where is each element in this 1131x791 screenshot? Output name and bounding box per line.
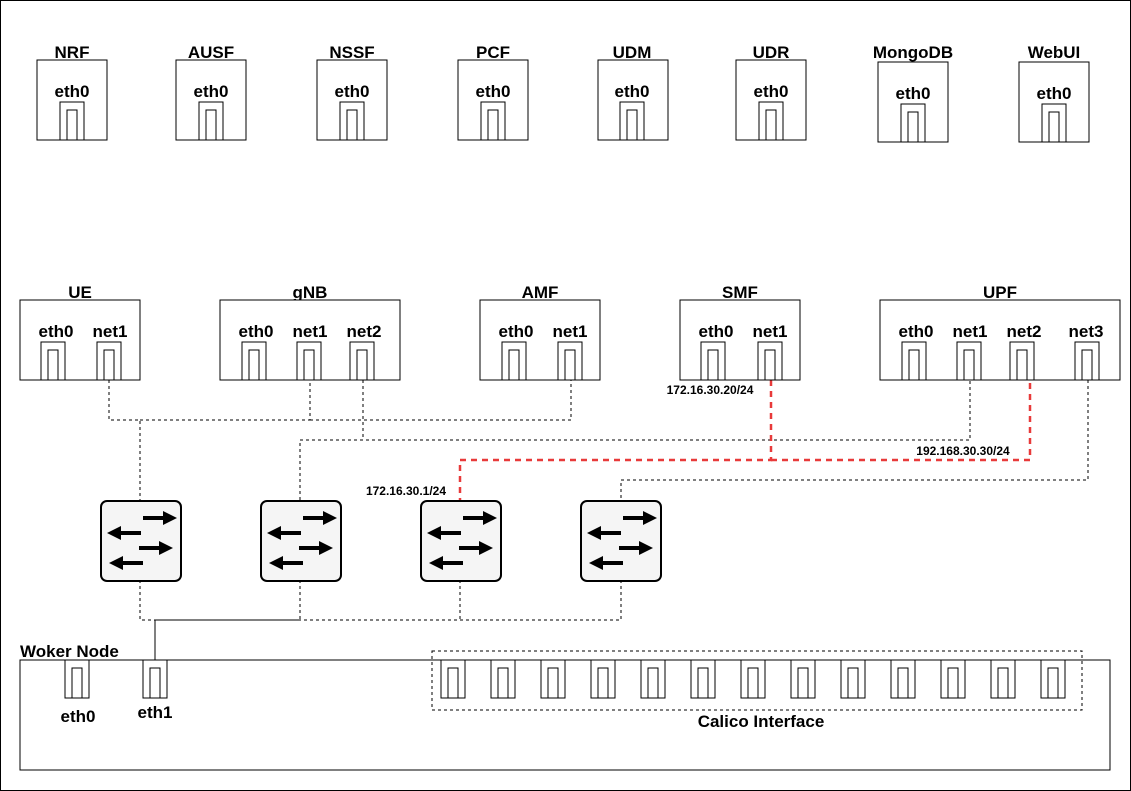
nf-name: SMF [722, 283, 758, 302]
nf-name: AMF [522, 283, 559, 302]
nf-name: WebUI [1028, 43, 1081, 62]
worker-eth1-label: eth1 [138, 703, 173, 722]
nf-name: NRF [55, 43, 90, 62]
calico-interface-label: Calico Interface [698, 712, 825, 731]
top-nf-udm: UDM eth0 [597, 43, 669, 141]
nf-name: AUSF [188, 43, 234, 62]
top-nf-pcf: PCF eth0 [457, 43, 529, 141]
link-switch-bus [139, 580, 622, 621]
worker-node: Woker Node eth0 eth1 Calico Interface [19, 642, 1111, 771]
nf-name: UPF [983, 283, 1017, 302]
link-ue-net1 [108, 380, 141, 500]
port-label: eth0 [499, 322, 534, 341]
connection-lines [108, 380, 1089, 621]
port-label: net1 [553, 322, 588, 341]
ip-label-smf-net1: 172.16.30.20/24 [667, 383, 754, 397]
link-upf-net2-red [771, 380, 1032, 462]
port-label: eth0 [896, 84, 931, 103]
nf-name: UDM [613, 43, 652, 62]
port-label: eth0 [615, 82, 650, 101]
port-label: eth0 [194, 82, 229, 101]
nf-name: MongoDB [873, 43, 953, 62]
mid-nf-upf: UPF eth0 net1 net2 net3 [879, 283, 1121, 381]
top-nf-udr: UDR eth0 [735, 43, 807, 141]
switch-icon [259, 499, 343, 583]
top-nf-ausf: AUSF eth0 [175, 43, 247, 141]
mid-nf-smf: SMF eth0 net1 [679, 283, 801, 381]
nf-name: UE [68, 283, 92, 302]
switch-icon [579, 499, 663, 583]
mid-nf-ue: UE eth0 net1 [19, 283, 141, 381]
top-nf-webui: WebUI eth0 [1018, 43, 1090, 143]
port-label: eth0 [699, 322, 734, 341]
nf-name: PCF [476, 43, 510, 62]
port-label: eth0 [754, 82, 789, 101]
port-label: net1 [953, 322, 988, 341]
top-nf-nrf: NRF eth0 [36, 43, 108, 141]
port-label: net2 [347, 322, 382, 341]
link-upf-net3 [620, 380, 1089, 500]
port-label: eth0 [899, 322, 934, 341]
mid-nf-amf: AMF eth0 net1 [479, 283, 601, 381]
link-smf-net1-red [458, 380, 773, 500]
switch-icon [419, 499, 503, 583]
port-label: net1 [93, 322, 128, 341]
worker-node-title: Woker Node [20, 642, 119, 661]
port-label: net1 [293, 322, 328, 341]
worker-eth0-label: eth0 [61, 707, 96, 726]
mid-nf-gnb: gNB eth0 net1 net2 [219, 283, 401, 381]
top-nf-mongodb: MongoDB eth0 [873, 43, 953, 143]
port-label: eth0 [55, 82, 90, 101]
port-label: eth0 [1037, 84, 1072, 103]
port-label: eth0 [335, 82, 370, 101]
nf-name: gNB [293, 283, 328, 302]
port-label: eth0 [39, 322, 74, 341]
nf-name: UDR [753, 43, 790, 62]
calico-group [431, 650, 1083, 711]
link-gnb-net1 [140, 380, 311, 421]
link-upf-net1 [299, 380, 971, 500]
port-label: net1 [753, 322, 788, 341]
port-label: eth0 [476, 82, 511, 101]
nf-name: NSSF [329, 43, 374, 62]
link-amf-net1 [310, 380, 572, 421]
port-label: net2 [1007, 322, 1042, 341]
port-label: net3 [1069, 322, 1104, 341]
top-nf-nssf: NSSF eth0 [316, 43, 388, 141]
link-worker-eth1 [154, 619, 300, 660]
ip-label-switch3: 172.16.30.1/24 [366, 484, 446, 498]
ip-label-upf-net2: 192.168.30.30/24 [916, 444, 1010, 458]
switch-icon [99, 499, 183, 583]
port-label: eth0 [239, 322, 274, 341]
